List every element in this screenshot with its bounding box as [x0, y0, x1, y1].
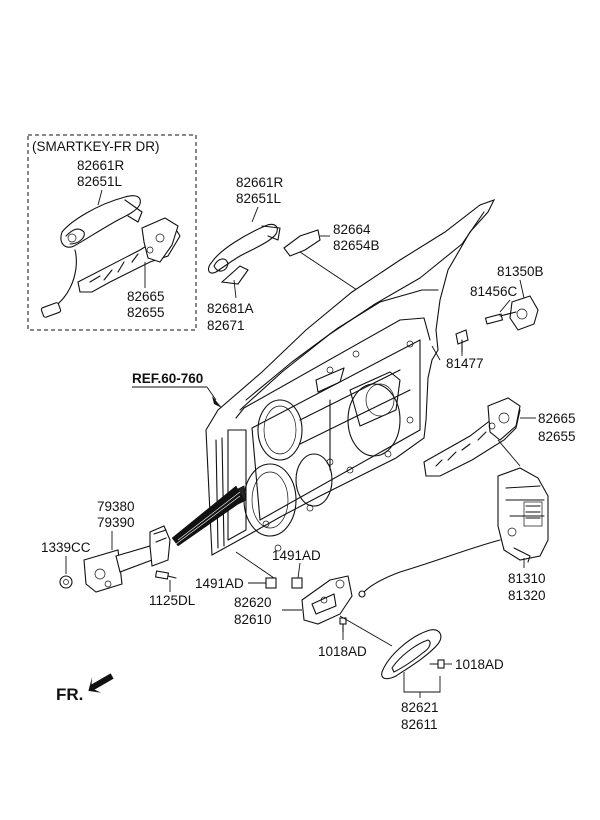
pad-leader — [233, 279, 237, 299]
base-to-latch-leader — [497, 439, 521, 467]
bolt-81456-leader — [499, 299, 511, 313]
cable-end — [358, 590, 366, 598]
pad-part-no-top: 82681A — [207, 301, 254, 316]
cap-leader — [519, 279, 525, 299]
sk-base-part-no-bottom: 82655 — [127, 305, 165, 320]
bracket-to-handle-leader — [339, 615, 393, 647]
ref-arrowhead — [212, 396, 222, 408]
smartkey-group-box — [27, 134, 197, 331]
smartkey-antenna-cable — [55, 249, 77, 307]
key-cylinder-cover — [283, 229, 321, 257]
inner-handle-part-no-bottom: 82611 — [401, 717, 438, 732]
smartkey-connector — [40, 302, 62, 318]
door-to-inner-leader — [235, 551, 275, 579]
cap-part-no-mid: 81456C — [470, 284, 518, 299]
pad-part-no-bottom: 82671 — [207, 318, 245, 333]
checker-part-no-bottom: 79390 — [97, 515, 135, 530]
latch-part-no-top: 81310 — [508, 571, 546, 586]
clip-1491ad-b — [265, 577, 277, 589]
base-part-no-bottom: 82655 — [538, 429, 576, 444]
bolt-1125-part-no: 1125DL — [149, 593, 196, 608]
door-latch-assembly — [497, 467, 549, 563]
sk-handle-part-no-top: 82661R — [77, 158, 125, 173]
bolt-81456c — [484, 311, 517, 325]
bolt-1125dl — [154, 570, 177, 580]
screw-1018-a-part-no: 1018AD — [318, 644, 367, 659]
arrow-hatch-1 — [177, 491, 241, 541]
bolt-81477-part-no: 81477 — [446, 356, 484, 371]
nut-1339cc — [59, 575, 73, 589]
front-door-panel — [205, 199, 496, 556]
smartkey-handle-base — [77, 217, 181, 293]
clip-1491ad-a — [291, 577, 303, 589]
nut-hole — [63, 579, 69, 585]
sk-handle-leader — [97, 189, 103, 206]
ref-label: REF.60-760 — [132, 371, 203, 386]
inside-handle-bracket — [301, 575, 353, 625]
front-direction-label: FR. — [56, 685, 83, 704]
screw-1018ad-a — [339, 617, 347, 633]
screw-1018ad-b — [429, 659, 445, 669]
ref-leader — [206, 386, 217, 401]
inner-handle-bracket-leader — [403, 672, 441, 693]
outside-handle-base — [423, 397, 521, 477]
actuator-cap — [509, 295, 539, 331]
sk-base-part-no-top: 82665 — [127, 289, 165, 304]
cover-part-no-top: 82664 — [333, 222, 371, 237]
arrow-hatch-2 — [175, 495, 241, 545]
outside-door-handle — [207, 223, 281, 274]
inside-door-handle — [381, 629, 442, 680]
handle-pad — [220, 265, 249, 285]
clip-a-leader — [297, 562, 301, 579]
checker-part-no-top: 79380 — [97, 499, 135, 514]
cap-part-no-top: 81350B — [497, 264, 544, 279]
base-part-no-top: 82665 — [538, 411, 576, 426]
clip-1491-a-part-no: 1491AD — [272, 548, 321, 563]
inner-part-no-bottom: 82610 — [234, 612, 272, 627]
handle-part-no-top: 82661R — [236, 175, 284, 190]
clip-1491-b-part-no: 1491AD — [195, 576, 244, 591]
inner-part-no-top: 82620 — [234, 595, 272, 610]
latch-part-no-bottom: 81320 — [508, 588, 546, 603]
sk-handle-part-no-bottom: 82651L — [77, 174, 123, 189]
smartkey-outside-handle — [60, 195, 143, 248]
bolt-81477 — [455, 329, 469, 353]
bolt-to-door-leader — [431, 345, 441, 361]
front-direction-arrow-icon — [88, 673, 114, 693]
door-checker — [83, 525, 171, 593]
latch-cable — [363, 539, 501, 593]
smartkey-group-label: (SMARTKEY-FR DR) — [32, 139, 160, 154]
handle-part-no-bottom: 82651L — [236, 191, 282, 206]
cover-part-no-bottom: 82654B — [333, 238, 380, 253]
inner-handle-part-no-top: 82621 — [401, 700, 439, 715]
nut-1339-part-no: 1339CC — [41, 540, 91, 555]
screw-1018-b-part-no: 1018AD — [455, 657, 504, 672]
handle-leader — [251, 206, 259, 223]
